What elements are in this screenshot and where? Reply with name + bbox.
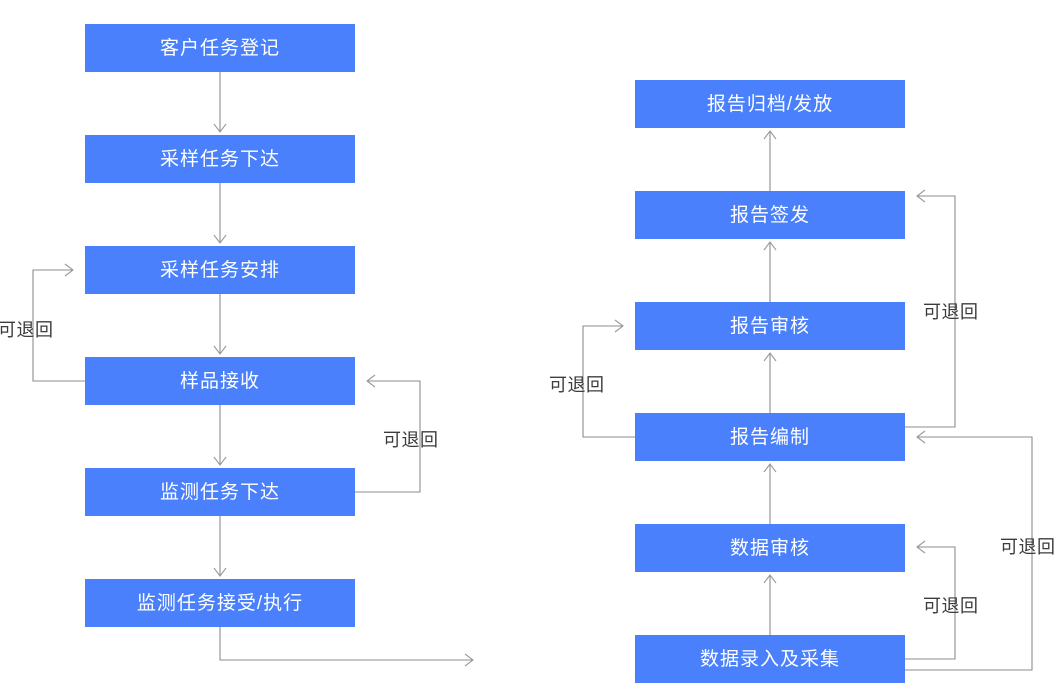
node-report-archive-issue[interactable]: 报告归档/发放: [635, 80, 905, 128]
edge-label-return-entry-to-datareview: 可退回: [923, 596, 979, 616]
arrow-sample-receiving-to-monitoring-assignment: [213, 405, 227, 466]
arrow-sampling-assignment-to-scheduling: [213, 183, 227, 244]
node-report-signing[interactable]: 报告签发: [635, 191, 905, 239]
node-report-review[interactable]: 报告审核: [635, 302, 905, 350]
arrow-report-preparation-to-report-review: [763, 352, 777, 413]
node-data-review[interactable]: 数据审核: [635, 524, 905, 572]
arrow-data-review-to-report-preparation: [763, 463, 777, 524]
arrow-scheduling-to-sample-receiving: [213, 294, 227, 355]
node-sampling-task-assignment[interactable]: 采样任务下达: [85, 135, 355, 183]
edge-label-return-monitoring-to-sample: 可退回: [383, 430, 439, 450]
edge-label-return-sample-to-scheduling: 可退回: [0, 320, 54, 340]
arrow-data-entry-to-data-review: [763, 574, 777, 635]
node-customer-task-registration[interactable]: 客户任务登记: [85, 24, 355, 72]
arrow-report-review-to-report-signing: [763, 241, 777, 302]
arrow-report-signing-to-report-archive: [763, 130, 777, 191]
edge-label-return-preparation-to-review: 可退回: [549, 375, 605, 395]
edge-label-return-entry-to-preparation: 可退回: [1000, 537, 1056, 557]
node-monitoring-task-accept-execute[interactable]: 监测任务接受/执行: [85, 579, 355, 627]
arrow-monitoring-assignment-to-accept-execute: [213, 516, 227, 577]
node-report-preparation[interactable]: 报告编制: [635, 413, 905, 461]
node-monitoring-task-assignment[interactable]: 监测任务下达: [85, 468, 355, 516]
arrow-accept-execute-to-data-entry: [219, 627, 474, 667]
node-sample-receiving[interactable]: 样品接收: [85, 357, 355, 405]
edge-label-return-preparation-to-signing: 可退回: [923, 302, 979, 322]
arrow-registration-to-sampling-assignment: [213, 72, 227, 133]
node-sampling-task-scheduling[interactable]: 采样任务安排: [85, 246, 355, 294]
node-data-entry-collection[interactable]: 数据录入及采集: [635, 635, 905, 683]
